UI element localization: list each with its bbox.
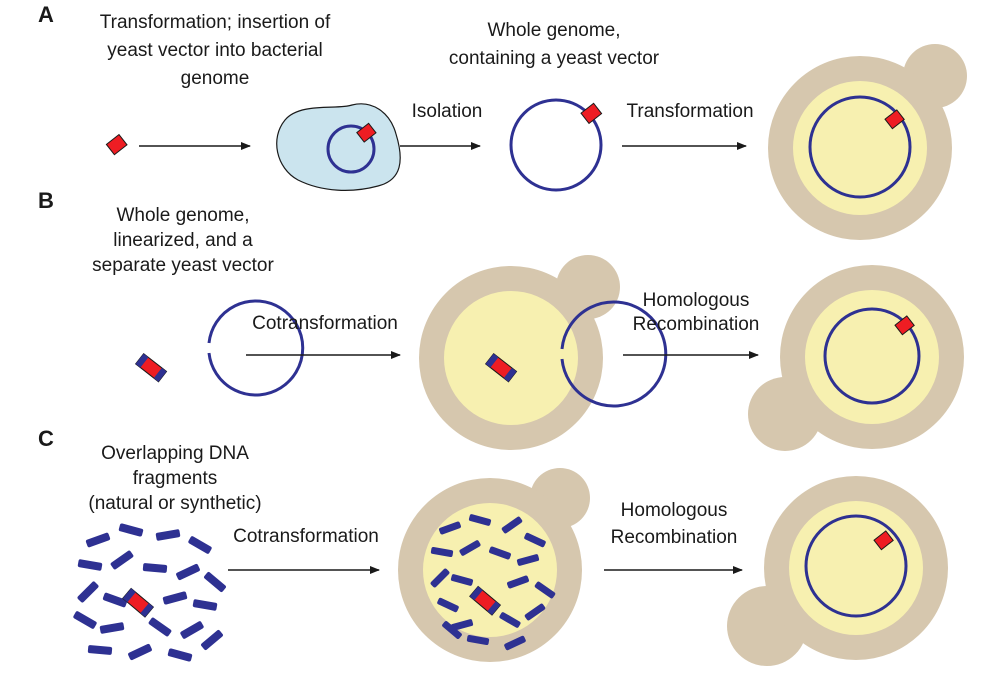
panel-a-caption-1-line-1: Transformation; insertion of bbox=[100, 12, 331, 33]
yeast-vector-icon bbox=[894, 315, 915, 336]
panel-b-caption-line-2: linearized, and a bbox=[113, 230, 253, 251]
recombined-genome-icon bbox=[823, 307, 921, 405]
bacterial-cell-icon bbox=[276, 103, 401, 191]
assembled-genome-icon bbox=[804, 514, 908, 618]
panel-a-caption-1-line-2: yeast vector into bacterial bbox=[107, 40, 322, 61]
yeast-cell-icon bbox=[768, 44, 967, 240]
arrow-label-isolation: Isolation bbox=[412, 101, 483, 122]
dna-fragment bbox=[142, 563, 168, 573]
yeast-vector-icon bbox=[873, 530, 894, 551]
dna-fragment bbox=[155, 529, 181, 541]
panel-a-caption-1-line-3: genome bbox=[181, 68, 250, 89]
dna-fragment bbox=[85, 532, 111, 548]
panel-b-caption-line-3: separate yeast vector bbox=[92, 255, 274, 276]
linearized-genome-icon bbox=[207, 299, 305, 397]
panel-b: B Whole genome, linearized, and a separa… bbox=[38, 188, 964, 451]
panel-b-caption-line-1: Whole genome, bbox=[116, 205, 249, 226]
panel-a: A Transformation; insertion of yeast vec… bbox=[38, 2, 967, 240]
linearized-genome-icon bbox=[560, 300, 668, 408]
dna-fragment bbox=[176, 563, 200, 581]
panel-a-caption-2-line-1: Whole genome, bbox=[487, 20, 620, 41]
dna-fragment bbox=[180, 621, 204, 639]
dna-fragment bbox=[87, 645, 113, 655]
dna-fragment bbox=[188, 536, 212, 554]
dna-fragment bbox=[504, 635, 526, 651]
separate-vector-icon bbox=[484, 352, 518, 383]
panel-b-letter: B bbox=[38, 188, 54, 213]
arrow-label-recombination: Recombination bbox=[633, 314, 760, 335]
dna-fragment bbox=[489, 546, 511, 560]
panel-c-caption-line-1: Overlapping DNA bbox=[101, 443, 249, 464]
dna-fragment bbox=[99, 622, 125, 634]
dna-fragment bbox=[73, 611, 97, 629]
panel-a-caption-2-line-2: containing a yeast vector bbox=[449, 48, 660, 69]
arrow-label-homologous: Homologous bbox=[621, 500, 728, 521]
yeast-vector-icon bbox=[884, 109, 905, 130]
separate-vector-icon bbox=[122, 587, 155, 618]
yeast-cell-icon bbox=[398, 468, 590, 662]
dna-fragment bbox=[201, 630, 223, 650]
dna-fragment bbox=[148, 617, 172, 637]
dna-fragment bbox=[110, 550, 134, 570]
dna-fragment bbox=[204, 572, 226, 592]
arrow-label-cotransformation: Cotransformation bbox=[252, 313, 398, 334]
dna-fragment bbox=[442, 621, 462, 639]
yeast-vector-icon bbox=[105, 133, 128, 156]
arrow-label-transformation: Transformation bbox=[626, 101, 753, 122]
dna-fragment bbox=[468, 514, 492, 526]
yeast-cell-icon bbox=[727, 476, 948, 666]
bacterial-genome-icon bbox=[326, 124, 376, 174]
dna-fragment bbox=[128, 643, 152, 661]
dna-fragment bbox=[437, 597, 459, 613]
dna-fragment bbox=[77, 559, 103, 571]
dna-fragment bbox=[450, 574, 474, 586]
separate-vector-icon bbox=[134, 352, 168, 383]
inserted-vector-icon bbox=[356, 122, 377, 143]
genome-vector-icon bbox=[580, 102, 603, 125]
dna-fragment bbox=[524, 532, 546, 548]
dna-fragment bbox=[516, 554, 540, 566]
panel-c-caption-line-3: (natural or synthetic) bbox=[88, 493, 261, 514]
dna-fragment bbox=[439, 521, 461, 535]
dna-fragment bbox=[524, 603, 546, 621]
dna-fragment bbox=[162, 591, 188, 605]
dna-fragment bbox=[459, 540, 481, 556]
panel-c-caption-line-2: fragments bbox=[133, 468, 217, 489]
dna-fragment bbox=[167, 648, 193, 662]
yeast-cell-icon bbox=[748, 265, 964, 451]
dna-fragment bbox=[501, 516, 523, 534]
panel-a-letter: A bbox=[38, 2, 54, 27]
arrow-label-recombination: Recombination bbox=[611, 527, 738, 548]
isolated-genome-icon bbox=[509, 98, 603, 192]
arrow-label-homologous: Homologous bbox=[643, 290, 750, 311]
dna-fragment bbox=[466, 634, 490, 646]
dna-fragment bbox=[77, 581, 99, 603]
separate-vector-icon bbox=[469, 585, 502, 616]
dna-fragment bbox=[430, 546, 454, 558]
dna-fragment bbox=[192, 599, 218, 611]
dna-fragment bbox=[118, 523, 144, 537]
dna-fragment bbox=[534, 581, 556, 599]
panel-c-letter: C bbox=[38, 426, 54, 451]
panel-c: C Overlapping DNA fragments (natural or … bbox=[38, 426, 948, 666]
dna-fragment bbox=[450, 619, 474, 631]
dna-fragment bbox=[507, 575, 529, 589]
dna-fragment bbox=[430, 568, 450, 588]
dna-fragments-icon bbox=[73, 523, 226, 662]
dna-fragment bbox=[102, 592, 128, 608]
arrow-label-cotransformation: Cotransformation bbox=[233, 526, 379, 547]
yeast-cell-icon bbox=[419, 255, 668, 450]
dna-fragment bbox=[499, 612, 521, 628]
dna-fragments-icon bbox=[430, 514, 556, 651]
yeast-genome-icon bbox=[808, 95, 912, 199]
